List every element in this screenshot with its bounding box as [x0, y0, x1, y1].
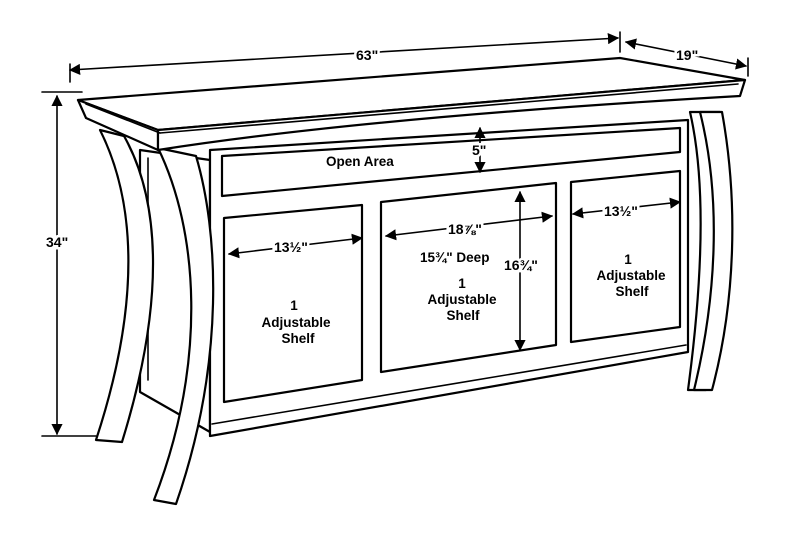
svg-text:Shelf: Shelf [615, 284, 649, 299]
front-center-leg [152, 146, 215, 506]
height-dimension: 34" [41, 91, 97, 437]
front-right-leg [692, 110, 734, 392]
open-area-height-label: 5" [472, 142, 486, 158]
center-height-dimension: 16¾" [502, 190, 540, 352]
depth-dimension: 19" [624, 38, 749, 77]
height-label: 34" [46, 234, 68, 250]
svg-text:Adjustable: Adjustable [596, 268, 666, 283]
center-panel [379, 181, 558, 374]
svg-text:Adjustable: Adjustable [427, 292, 497, 307]
open-area-box [220, 126, 682, 198]
width-dimension: 63" [68, 31, 621, 83]
right-shelf-width-label: 13½" [604, 203, 638, 219]
right-shelf-label: 1 Adjustable Shelf [596, 252, 666, 299]
svg-text:1: 1 [624, 252, 632, 267]
left-shelf-width-label: 13½" [274, 239, 308, 255]
center-depth-label: 15¾" Deep [420, 250, 489, 265]
left-panel [222, 203, 364, 404]
svg-text:Adjustable: Adjustable [261, 315, 331, 330]
right-shelf-dimension: 13½" [571, 197, 682, 222]
right-panel [569, 169, 682, 344]
depth-label: 19" [676, 47, 698, 63]
center-shelf-label: 1 Adjustable Shelf [427, 276, 497, 323]
front-left-leg [94, 128, 155, 444]
open-area-label: Open Area [326, 154, 394, 169]
center-height-label: 16¾" [504, 257, 538, 273]
svg-text:1: 1 [458, 276, 466, 291]
center-shelf-width-label: 18⅞" [448, 221, 482, 237]
open-area-dimension: 5" [470, 126, 489, 174]
left-shelf-label: 1 Adjustable Shelf [261, 298, 331, 346]
svg-text:1: 1 [290, 298, 298, 313]
tabletop [76, 56, 747, 152]
left-shelf-dimension: 13½" [227, 233, 364, 259]
svg-text:Shelf: Shelf [281, 331, 315, 346]
svg-text:Shelf: Shelf [446, 308, 480, 323]
width-label: 63" [356, 47, 378, 63]
